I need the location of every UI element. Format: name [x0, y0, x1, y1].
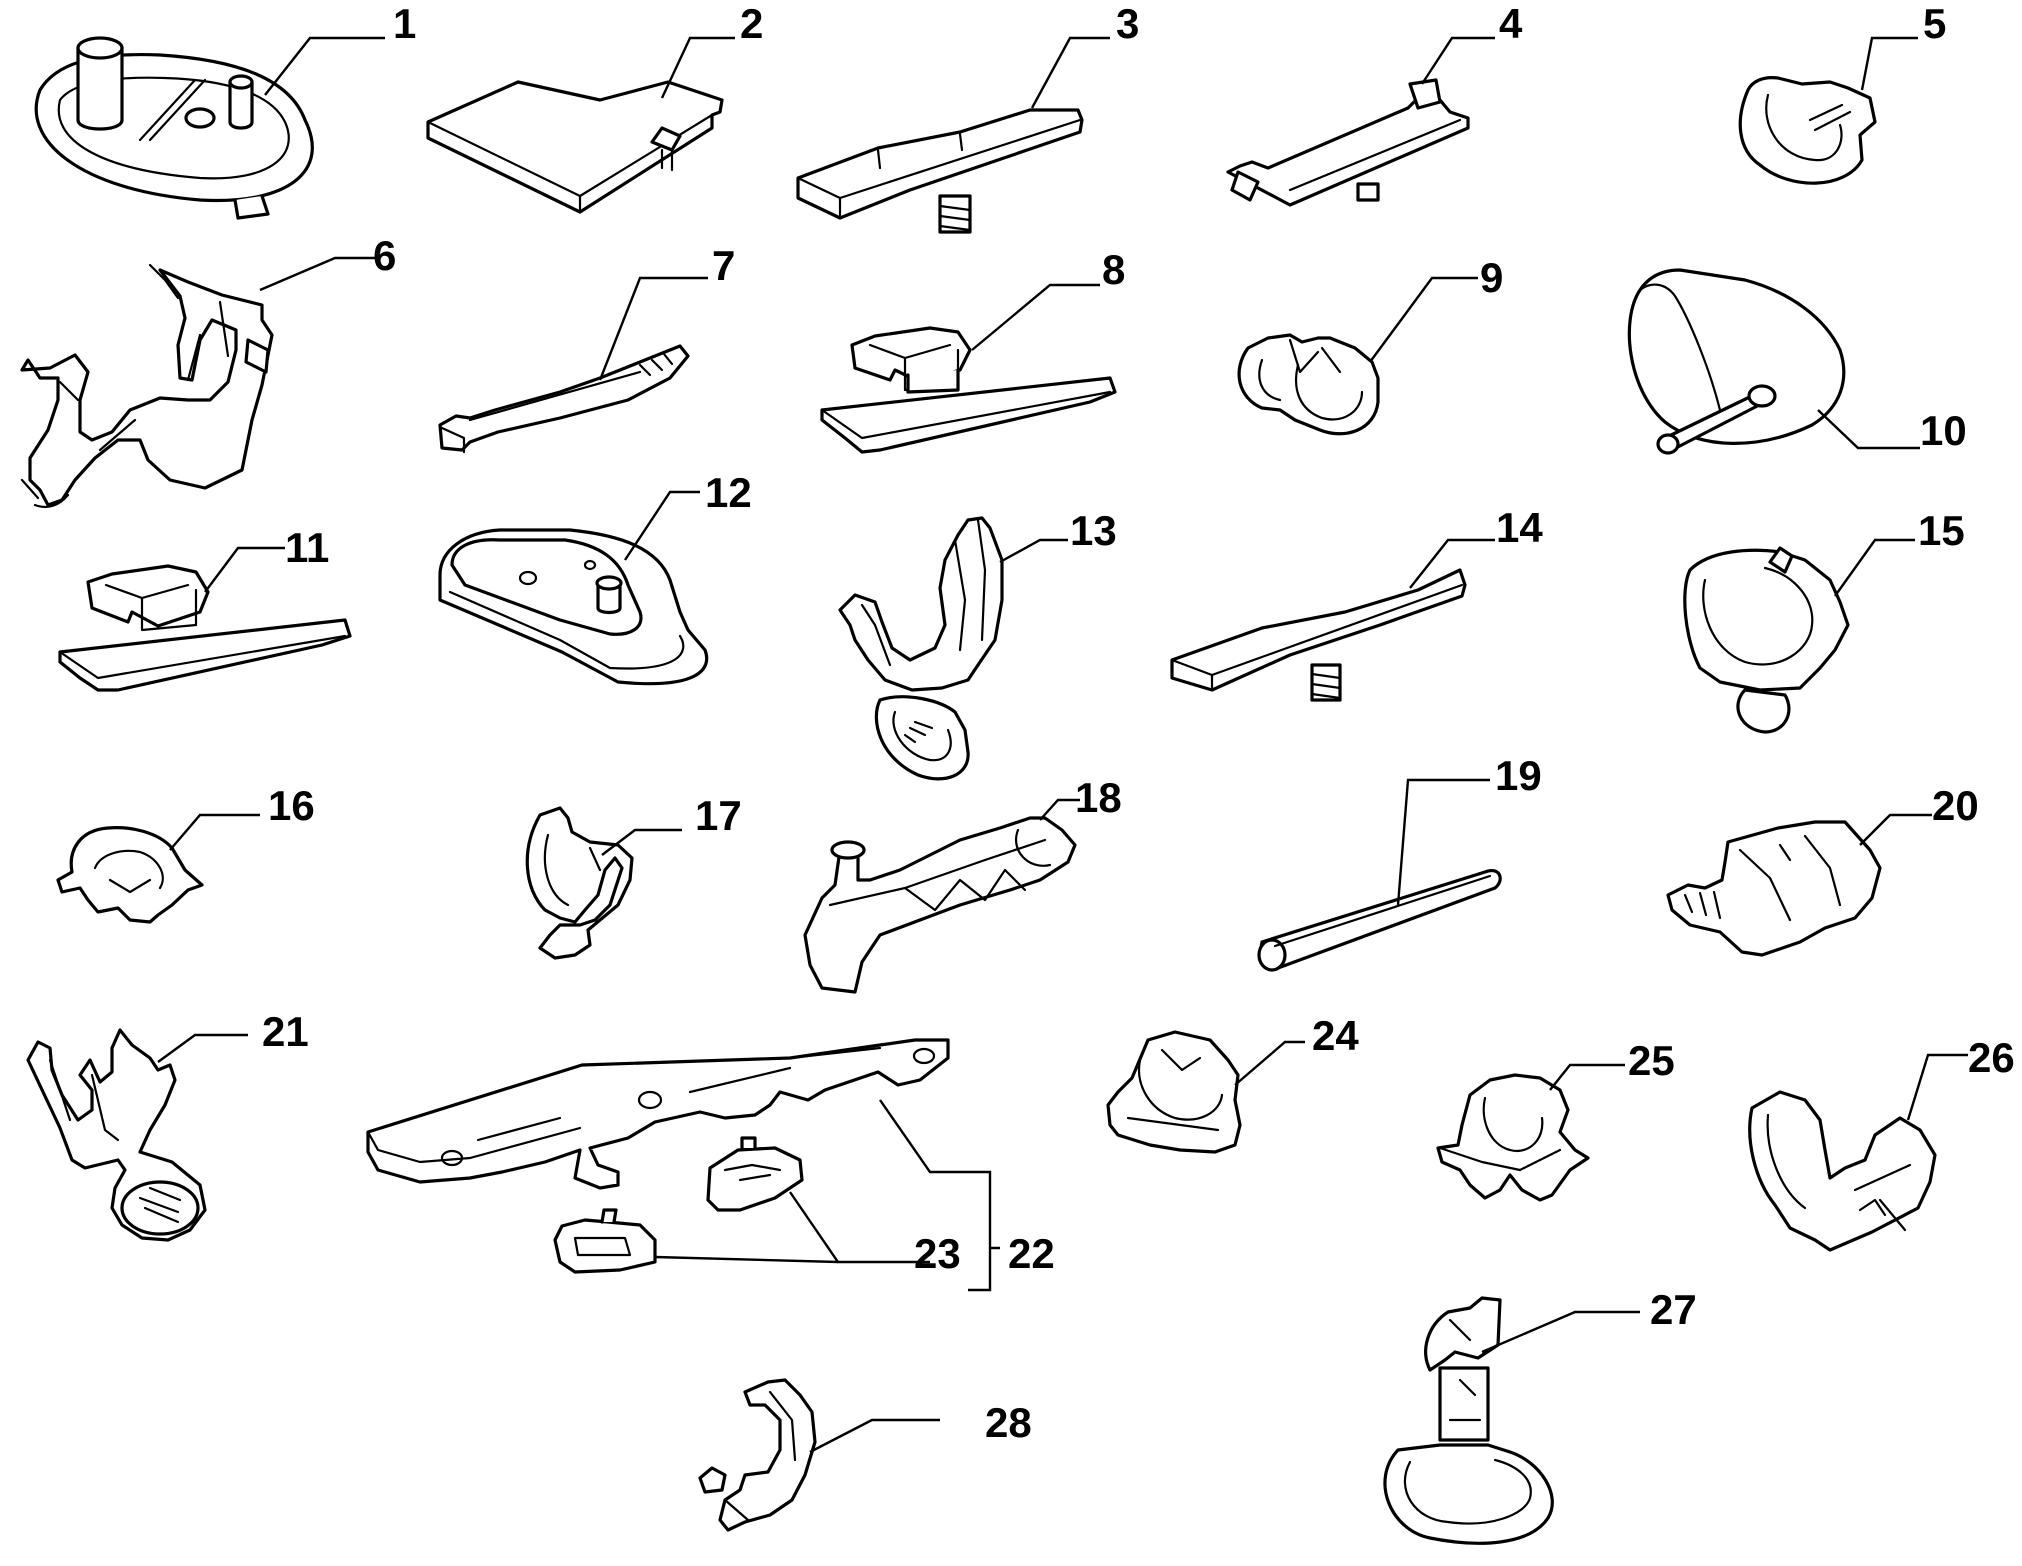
leader-6	[259, 256, 378, 292]
leader-27	[1481, 1310, 1640, 1354]
leader-10	[1817, 409, 1920, 450]
callout-1: 1	[393, 0, 416, 47]
callout-5: 5	[1923, 0, 1946, 47]
part-12-rect-grommet	[438, 528, 709, 686]
part-22-bracket-plate	[366, 1038, 950, 1190]
leader-18	[1039, 798, 1080, 821]
leader-19	[1396, 778, 1490, 906]
callout-24: 24	[1312, 1012, 1359, 1059]
leader-1	[264, 36, 385, 96]
leader-4	[1420, 36, 1495, 85]
part-28-double-hook	[698, 1378, 817, 1532]
part-2-l-plate	[426, 80, 724, 214]
leader-9	[1369, 276, 1478, 363]
leader-12	[623, 490, 700, 561]
part-10-oval-plug	[1627, 268, 1846, 455]
part-3-plate-with-stud	[796, 108, 1084, 234]
part-11-plate-clip	[58, 564, 352, 692]
part-25-u-clip	[1436, 1073, 1590, 1202]
callout-21: 21	[262, 1008, 309, 1055]
callout-19: 19	[1495, 752, 1542, 799]
part-18-lattice-bracket	[803, 816, 1077, 994]
part-6-harness-bracket	[20, 263, 274, 509]
callout-2: 2	[740, 0, 763, 47]
callout-14: 14	[1496, 504, 1543, 551]
part-23-clips	[553, 1136, 804, 1274]
part-1-oval-grommet	[34, 36, 314, 220]
leader-8	[971, 283, 1100, 351]
leader-28	[809, 1418, 940, 1454]
callout-8: 8	[1102, 246, 1125, 293]
callout-4: 4	[1499, 0, 1523, 47]
part-20-ratchet-clip	[1666, 820, 1882, 957]
leader-25	[1549, 1063, 1625, 1091]
leader-14	[1409, 538, 1495, 589]
callout-26: 26	[1968, 1034, 2015, 1081]
part-27-loop-clip	[1383, 1296, 1554, 1545]
leader-11	[204, 546, 285, 593]
callout-25: 25	[1628, 1037, 1675, 1084]
leader-16	[169, 813, 260, 851]
leader-5	[1860, 36, 1918, 91]
callout-22: 22	[1008, 1230, 1055, 1277]
callout-7: 7	[712, 242, 735, 289]
leader-22	[879, 1099, 1000, 1292]
callout-6: 6	[373, 232, 396, 279]
part-19-rod	[1257, 869, 1502, 972]
callout-13: 13	[1070, 507, 1117, 554]
callout-11: 11	[285, 524, 329, 571]
callout-27: 27	[1650, 1286, 1697, 1333]
leader-7	[598, 276, 708, 381]
leader-2	[660, 36, 735, 99]
part-13-hook-clip	[838, 516, 1004, 781]
callout-20: 20	[1932, 782, 1979, 829]
leader-23-a	[789, 1191, 930, 1264]
callout-12: 12	[705, 469, 752, 516]
callout-23: 23	[914, 1230, 961, 1277]
callout-3: 3	[1116, 0, 1139, 47]
callout-16: 16	[268, 782, 315, 829]
leader-23-b	[654, 1255, 839, 1264]
callout-17: 17	[695, 792, 742, 839]
leader-20	[1859, 813, 1932, 846]
leader-21	[157, 1033, 248, 1063]
part-14-plate-with-stud	[1170, 568, 1467, 702]
part-26-angled-clip	[1748, 1090, 1937, 1252]
part-4-bar-clip	[1226, 78, 1470, 207]
part-8-plate-clip	[820, 326, 1117, 454]
leader-17	[601, 828, 682, 856]
leader-3	[1030, 36, 1110, 109]
callout-10: 10	[1920, 407, 1967, 454]
callout-15: 15	[1918, 507, 1965, 554]
callout-28: 28	[985, 1399, 1032, 1446]
leader-24	[1234, 1040, 1305, 1086]
part-16-mushroom-clip	[56, 826, 204, 924]
part-21-fork-clip	[26, 1028, 207, 1242]
part-7-cable-tie	[438, 344, 690, 454]
part-17-round-stem-clip	[525, 806, 634, 960]
part-9-double-clip	[1237, 333, 1380, 436]
part-15-round-push-clip	[1683, 546, 1850, 734]
callout-9: 9	[1480, 254, 1503, 301]
leader-15	[1834, 538, 1915, 597]
part-5-round-clip	[1738, 76, 1877, 185]
callout-18: 18	[1075, 774, 1122, 821]
part-24-cable-clip	[1106, 1030, 1242, 1154]
leader-26	[1906, 1053, 1968, 1121]
leader-13	[999, 538, 1068, 564]
